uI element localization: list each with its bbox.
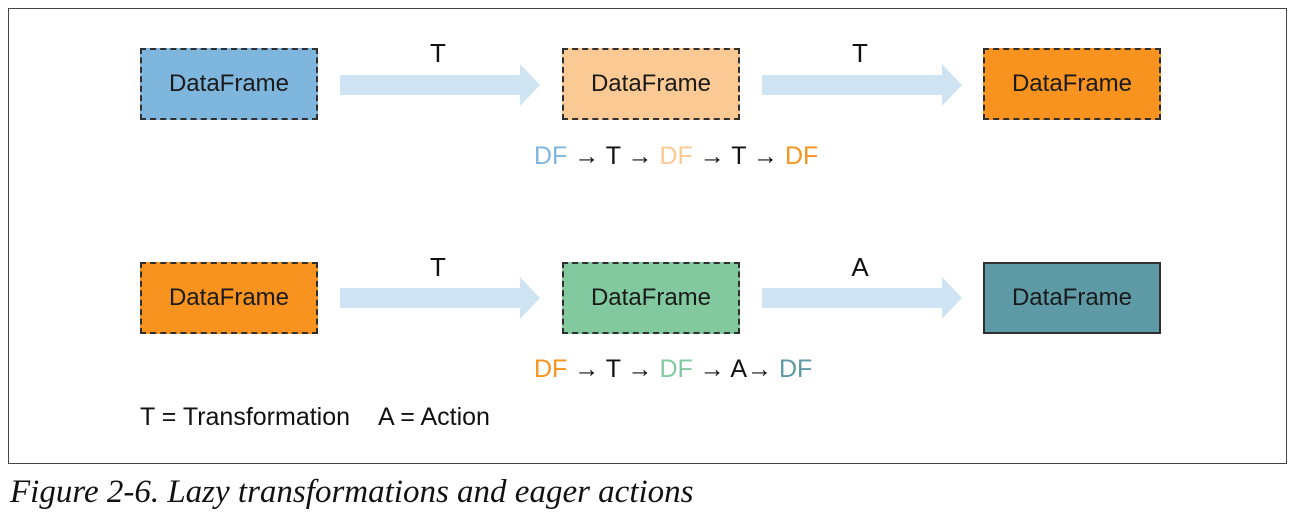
row2-arrow-2-label: A bbox=[851, 252, 869, 282]
row1-dataframe-2: DataFrame bbox=[562, 48, 740, 120]
row1-dataframe-1: DataFrame bbox=[140, 48, 318, 120]
seq-df: DF bbox=[659, 142, 693, 170]
seq-step: → T → bbox=[567, 355, 660, 383]
row1-arrow-2 bbox=[762, 64, 962, 106]
row2-arrow-1 bbox=[340, 277, 540, 319]
arrow-shape bbox=[340, 277, 540, 319]
legend-transformation: T = Transformation bbox=[140, 403, 351, 431]
arrow-shape bbox=[340, 64, 540, 106]
row2-sequence: DF → T → DF → A→ DF bbox=[534, 355, 812, 384]
row2-dataframe-2: DataFrame bbox=[562, 262, 740, 334]
row1-arrow-2-label: T bbox=[852, 38, 868, 68]
row1-sequence: DF → T → DF → T → DF bbox=[534, 142, 818, 171]
row2-arrow-1-label: T bbox=[430, 252, 446, 282]
seq-step: → T → bbox=[692, 142, 785, 170]
seq-step: → A→ bbox=[692, 355, 779, 383]
row2-arrow-2 bbox=[762, 277, 962, 319]
seq-df: DF bbox=[778, 355, 813, 383]
seq-step: → T → bbox=[567, 142, 660, 170]
row2-dataframe-3: DataFrame bbox=[983, 262, 1161, 334]
row1-arrow-1 bbox=[340, 64, 540, 106]
figure-caption: Figure 2-6. Lazy transformations and eag… bbox=[10, 474, 694, 510]
seq-df: DF bbox=[534, 142, 568, 170]
row1-dataframe-3: DataFrame bbox=[983, 48, 1161, 120]
row1-arrow-1-label: T bbox=[430, 38, 446, 68]
seq-df: DF bbox=[534, 355, 568, 383]
row2-dataframe-1: DataFrame bbox=[140, 262, 318, 334]
seq-df: DF bbox=[659, 355, 693, 383]
arrow-shape bbox=[762, 64, 962, 106]
seq-df: DF bbox=[784, 142, 819, 170]
legend-action: A = Action bbox=[378, 403, 490, 431]
legend: T = Transformation A = Action bbox=[140, 403, 490, 432]
arrow-shape bbox=[762, 277, 962, 319]
